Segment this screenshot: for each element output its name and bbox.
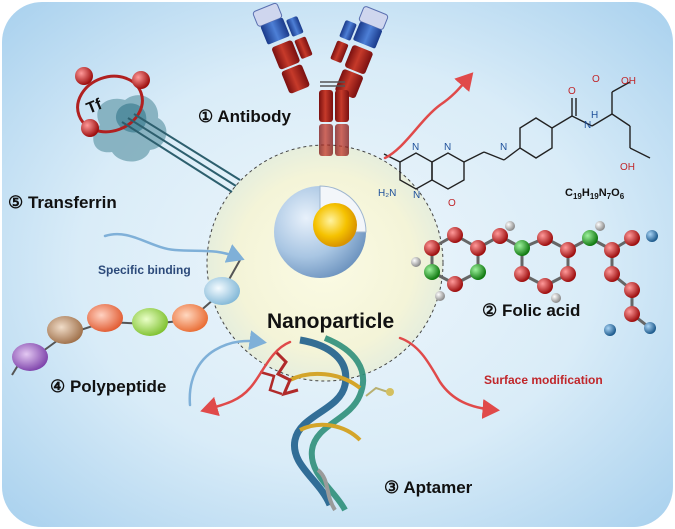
aptamer-icon xyxy=(259,335,394,512)
arrow-specific-binding xyxy=(103,233,245,263)
atom-n-ring2: N xyxy=(444,142,451,153)
atom-oh-bottom: OH xyxy=(620,162,635,173)
label-transferrin: ⑤ Transferrin xyxy=(8,193,117,212)
atom-n-ring4: N xyxy=(413,190,420,201)
nanoparticle-icon xyxy=(274,185,367,278)
atom-o-ring: O xyxy=(448,198,456,209)
arrows xyxy=(103,72,500,419)
polypeptide-icon xyxy=(11,259,241,376)
arrow-to-lower-left xyxy=(200,340,292,417)
label-folic-acid: ② Folic acid xyxy=(482,301,580,320)
atom-o-top: O xyxy=(592,74,600,85)
atom-h-amine: H xyxy=(591,110,598,121)
atom-o-amide: O xyxy=(568,86,576,97)
atom-h2n: H₂N xyxy=(378,188,396,199)
label-aptamer: ③ Aptamer xyxy=(384,478,473,497)
molecular-formula: C19H19N7O6 xyxy=(565,187,625,201)
arrow-polypeptide-binding xyxy=(188,330,267,407)
atom-oh-top: OH xyxy=(621,76,636,87)
label-surface-modification: Surface modification xyxy=(484,373,603,387)
folic-acid-ball-stick xyxy=(411,221,658,336)
transferrin-icon xyxy=(75,67,241,193)
label-antibody: ① Antibody xyxy=(198,107,292,126)
label-polypeptide: ④ Polypeptide xyxy=(50,377,166,396)
folic-acid-atom-labels: OH O H N O OH N N N H₂N N O xyxy=(378,74,636,209)
tf-label: Tf xyxy=(84,96,105,118)
atom-n-amide: N xyxy=(584,120,591,131)
label-nanoparticle: Nanoparticle xyxy=(267,310,394,333)
atom-n-ring1: N xyxy=(500,142,507,153)
arrow-to-surface-modification xyxy=(398,336,500,419)
label-specific-binding: Specific binding xyxy=(98,263,191,277)
folic-acid-structure xyxy=(383,81,651,190)
atom-n-ring3: N xyxy=(412,142,419,153)
antibody-icon xyxy=(252,2,389,156)
arrow-to-folic-acid xyxy=(383,72,474,160)
